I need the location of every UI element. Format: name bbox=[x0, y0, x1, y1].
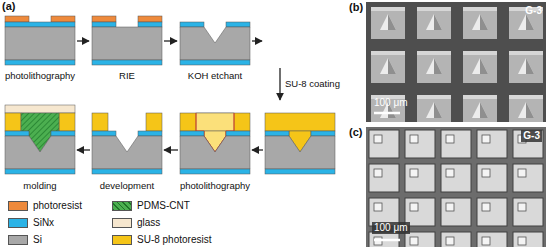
scale-label: 100 μm bbox=[374, 97, 408, 109]
step-label: photolithography bbox=[5, 70, 75, 81]
panel-letter: (c) bbox=[349, 126, 362, 139]
legend-swatch bbox=[112, 218, 132, 228]
sample-tag: G-3 bbox=[521, 130, 542, 142]
legend-swatch bbox=[8, 235, 28, 245]
scale-bar bbox=[374, 239, 400, 242]
sample-tag: G-3 bbox=[525, 5, 542, 17]
legend-swatch bbox=[8, 201, 28, 211]
legend-label: PDMS-CNT bbox=[137, 200, 190, 212]
sem-image bbox=[366, 127, 546, 247]
legend-label: SU-8 photoresist bbox=[137, 234, 211, 246]
legend-swatch bbox=[112, 201, 132, 211]
panel-letter: (a) bbox=[2, 0, 15, 13]
legend-swatch bbox=[8, 218, 28, 228]
step-arrows bbox=[77, 41, 280, 150]
step-label: photolithography bbox=[180, 180, 250, 191]
legend-label: photoresist bbox=[33, 200, 82, 212]
panel-letter: (b) bbox=[349, 1, 363, 14]
legend-label: glass bbox=[137, 217, 160, 229]
scale-bar bbox=[374, 112, 400, 115]
step-label: KOH etchant bbox=[188, 70, 242, 81]
sem-image bbox=[366, 2, 546, 122]
legend-label: Si bbox=[33, 234, 42, 246]
scale-label: 100 μm bbox=[372, 222, 410, 234]
step-label: molding bbox=[23, 180, 56, 191]
legend-label: SiNx bbox=[33, 217, 54, 229]
step-label: SU-8 coating bbox=[285, 78, 340, 89]
step-label: RIE bbox=[119, 70, 135, 81]
step-label: development bbox=[100, 180, 154, 191]
legend-swatch bbox=[112, 235, 132, 245]
